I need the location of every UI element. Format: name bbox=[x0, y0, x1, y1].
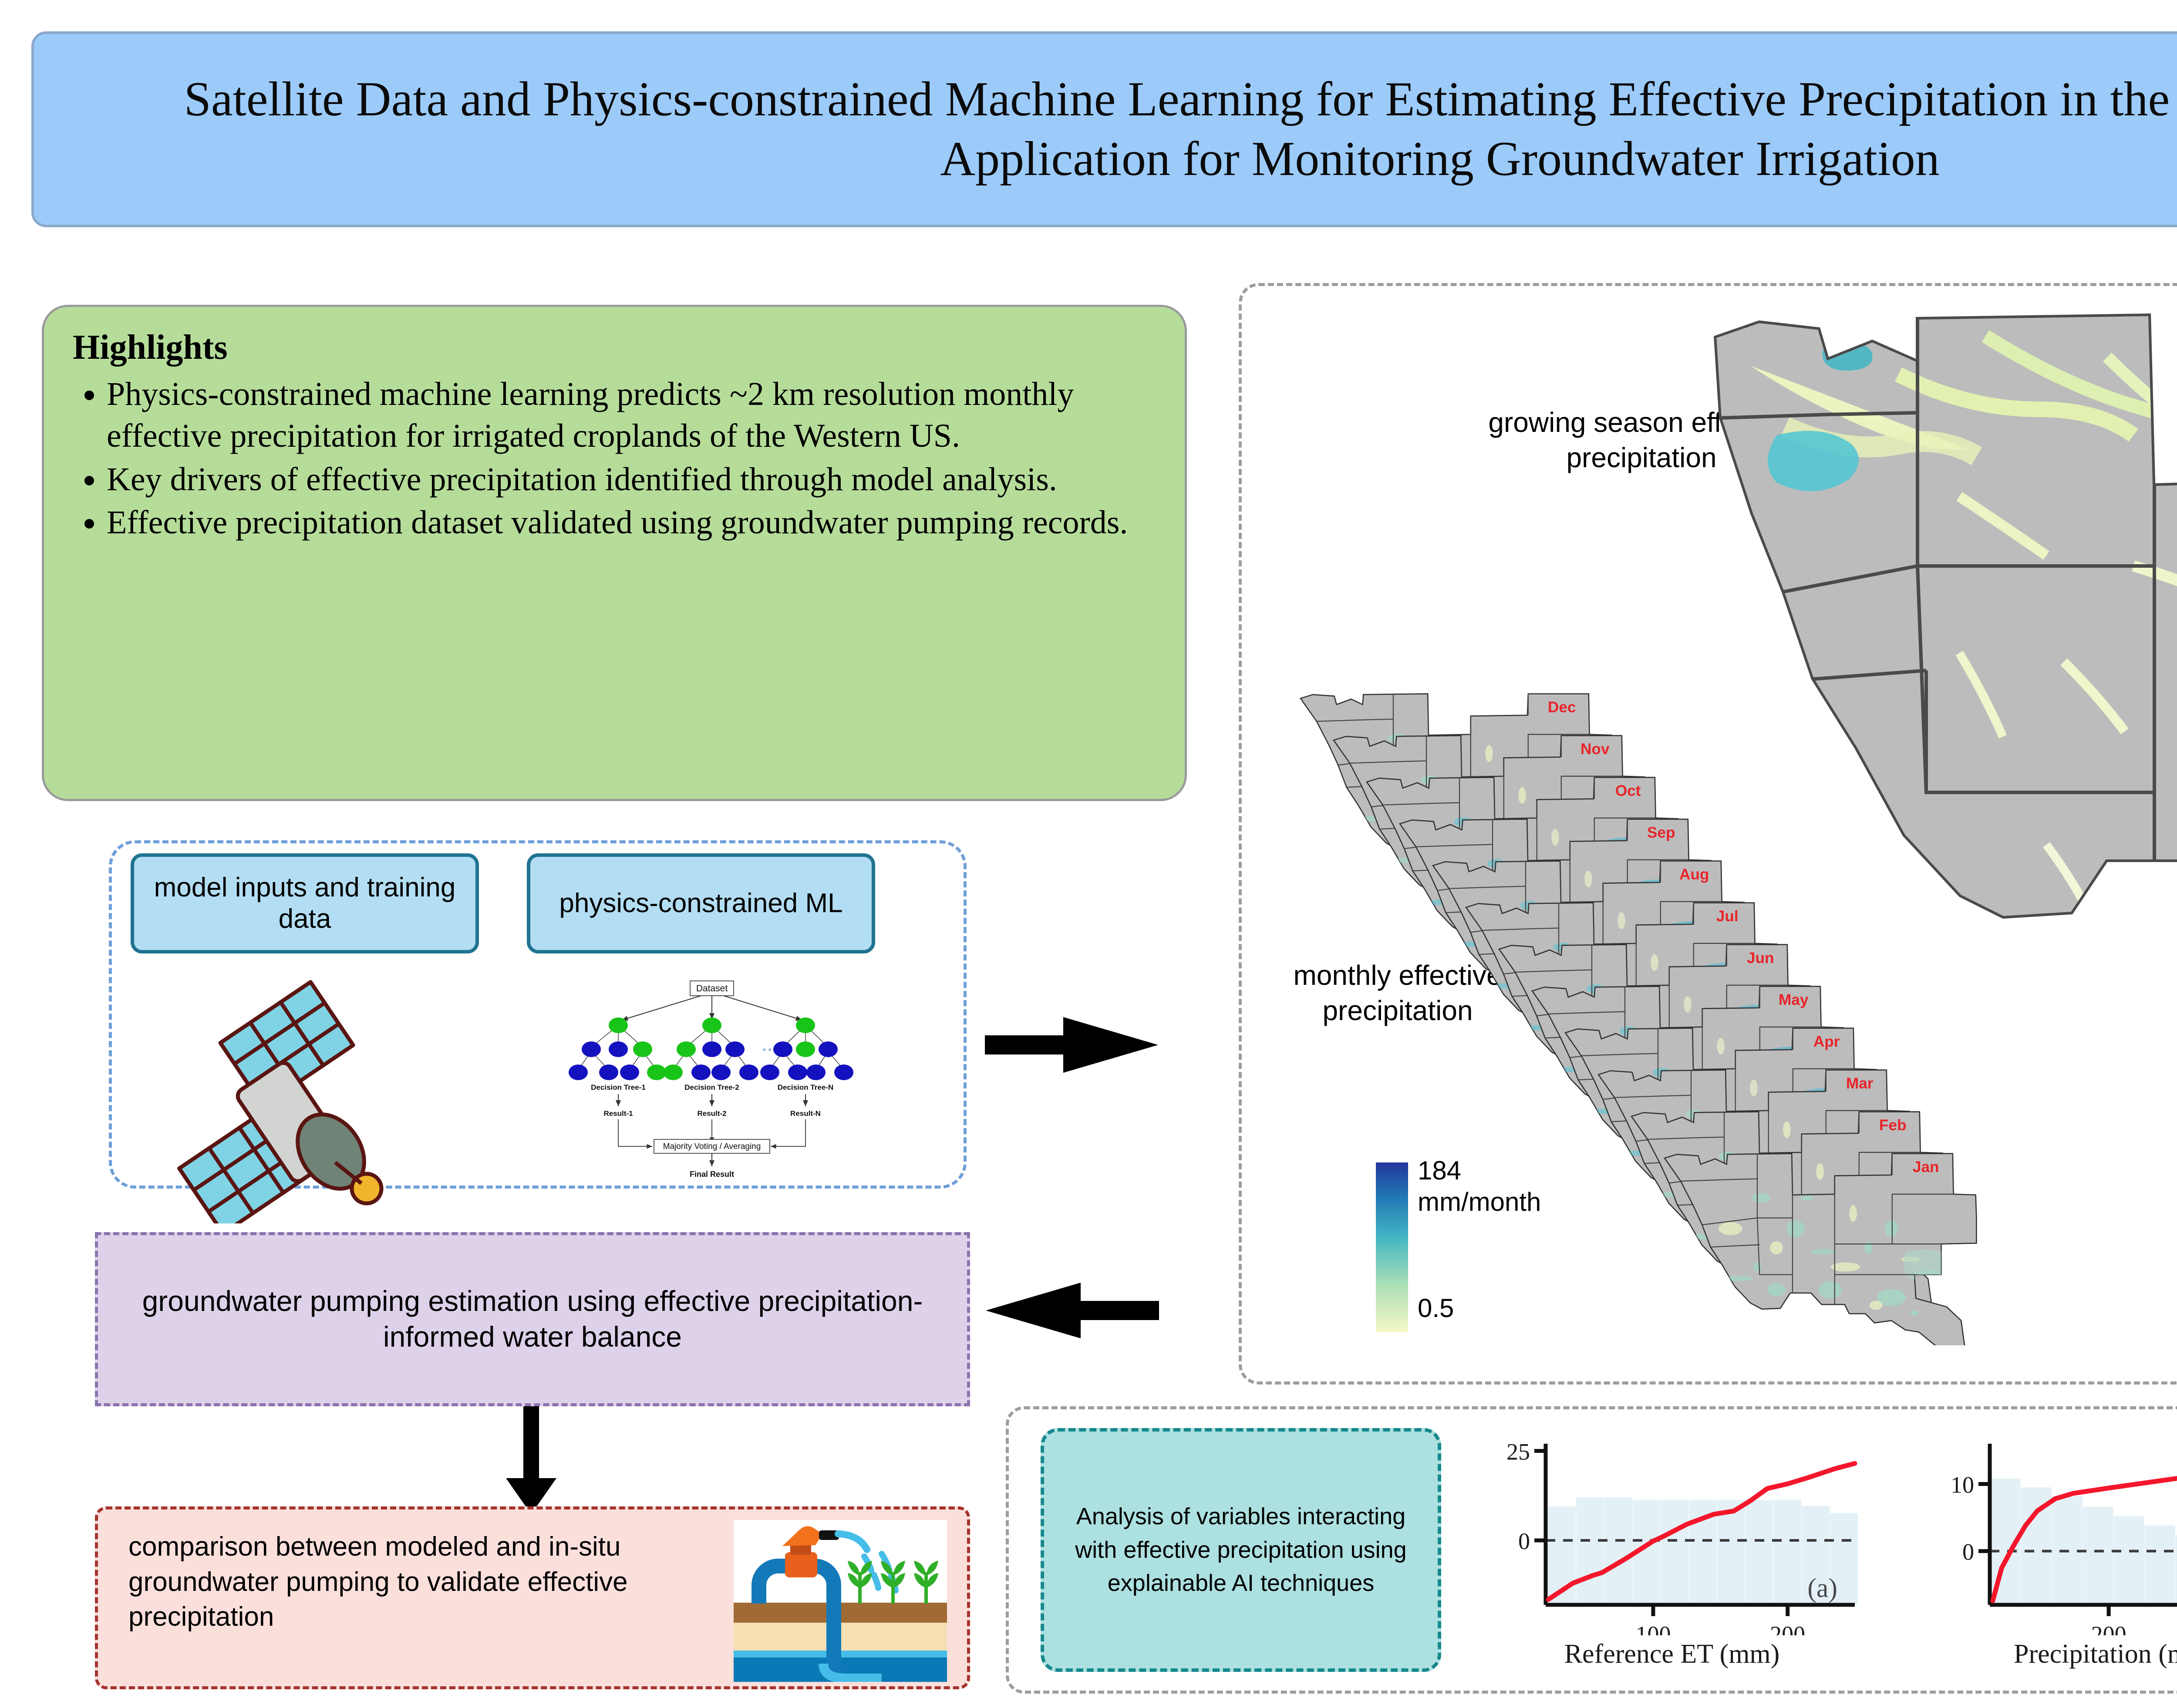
month-label: Oct bbox=[1615, 782, 1641, 799]
pdp-line bbox=[1546, 1461, 1857, 1602]
histogram-bar bbox=[2113, 1516, 2144, 1605]
rf-tree-label: Decision Tree-N bbox=[778, 1083, 834, 1092]
monthly-colorbar: 184 mm/month 0.5 bbox=[1376, 1156, 1646, 1332]
histogram-bar bbox=[2144, 1526, 2175, 1605]
model-inputs-label: model inputs and training data bbox=[154, 873, 456, 934]
month-label: Jun bbox=[1747, 950, 1774, 967]
month-label: Sep bbox=[1647, 824, 1675, 841]
month-label: Jan bbox=[1913, 1159, 1939, 1176]
rf-result-label: Result-N bbox=[790, 1109, 821, 1118]
pdp-plot-a: 0 25 100 200 (a) Reference ET (mm) bbox=[1480, 1431, 1864, 1683]
histogram-bar bbox=[1661, 1500, 1689, 1605]
x-tick-label: 200 bbox=[1770, 1621, 1805, 1635]
month-label: Apr bbox=[1813, 1033, 1840, 1050]
y-tick-label: 0 bbox=[1518, 1528, 1530, 1554]
highlights-heading: Highlights bbox=[73, 328, 228, 367]
pdp-line bbox=[1990, 1476, 2177, 1604]
y-tick-label: 10 bbox=[1951, 1472, 1974, 1498]
histogram-bar bbox=[1576, 1497, 1604, 1605]
colorbar-unit-label: mm/month bbox=[1418, 1187, 1541, 1216]
rf-result-label: Result-2 bbox=[697, 1109, 726, 1118]
histogram-bar bbox=[1773, 1500, 1802, 1605]
xai-description-box: Analysis of variables interacting with e… bbox=[1041, 1428, 1441, 1672]
western-us-map bbox=[1714, 310, 2177, 1132]
xai-description-label: Analysis of variables interacting with e… bbox=[1075, 1503, 1407, 1597]
y-tick-label: 25 bbox=[1506, 1438, 1530, 1465]
rf-result-label: Result-1 bbox=[603, 1109, 633, 1118]
random-forest-diagram: Dataset ▪ ▪ ▪ bbox=[569, 980, 853, 1179]
title-banner: Satellite Data and Physics-constrained M… bbox=[31, 31, 2177, 227]
colorbar-min-label: 0.5 bbox=[1418, 1294, 1454, 1323]
list-item: Key drivers of effective precipitation i… bbox=[107, 459, 1156, 501]
arrow-left-icon bbox=[986, 1283, 1159, 1338]
comparison-box: comparison between modeled and in-situ g… bbox=[95, 1506, 970, 1689]
month-label: Jul bbox=[1716, 908, 1739, 925]
pdp-plot-e-xlabel: Precipitation (mm) bbox=[2013, 1639, 2177, 1669]
satellite-icon bbox=[177, 980, 384, 1223]
list-item: Physics-constrained machine learning pre… bbox=[107, 374, 1156, 457]
month-label: Feb bbox=[1879, 1117, 1907, 1134]
pdp-plot-e: 010200400(e) Precipitation (mm) bbox=[1924, 1431, 2177, 1683]
groundwater-irrigation-icon bbox=[734, 1520, 947, 1682]
groundwater-estimation-box: groundwater pumping estimation using eff… bbox=[95, 1232, 970, 1406]
physics-ml-box: physics-constrained ML bbox=[527, 853, 875, 953]
rf-tree-label: Decision Tree-2 bbox=[684, 1083, 739, 1092]
histogram-bar bbox=[1717, 1500, 1745, 1605]
comparison-label: comparison between modeled and in-situ g… bbox=[128, 1532, 628, 1632]
month-label: Dec bbox=[1548, 699, 1576, 716]
ml-workflow-container bbox=[109, 840, 967, 1189]
list-item: Effective precipitation dataset validate… bbox=[107, 502, 1156, 544]
x-tick-label: 100 bbox=[1635, 1621, 1671, 1635]
rf-aggregate-label: Majority Voting / Averaging bbox=[663, 1142, 761, 1151]
histogram-bar bbox=[1745, 1500, 1773, 1605]
colorbar-gradient bbox=[1376, 1162, 1408, 1332]
panel-letter: (a) bbox=[1807, 1573, 1837, 1603]
month-label: Nov bbox=[1581, 741, 1610, 758]
month-label: Aug bbox=[1679, 866, 1709, 883]
physics-ml-label: physics-constrained ML bbox=[559, 888, 843, 919]
xai-panel bbox=[1006, 1406, 2177, 1694]
monthly-map-label: monthly effective precipitation bbox=[1293, 960, 1502, 1026]
arrow-right-icon bbox=[985, 1017, 1158, 1073]
rf-dataset-label: Dataset bbox=[696, 984, 728, 994]
map-panel bbox=[1239, 283, 2177, 1385]
colorbar-max-label: 184 bbox=[1418, 1156, 1462, 1185]
histogram-bar bbox=[1802, 1506, 1830, 1605]
y-tick-label: 0 bbox=[1962, 1539, 1974, 1565]
model-inputs-box: model inputs and training data bbox=[131, 853, 479, 953]
groundwater-estimation-label: groundwater pumping estimation using eff… bbox=[142, 1285, 923, 1353]
highlights-list: Physics-constrained machine learning pre… bbox=[73, 374, 1156, 544]
month-label: Mar bbox=[1846, 1075, 1874, 1092]
histogram-bar bbox=[1830, 1513, 1858, 1605]
x-tick-label: 200 bbox=[2091, 1621, 2126, 1635]
rf-tree-label: Decision Tree-1 bbox=[591, 1083, 646, 1092]
down-arrow-icon bbox=[506, 1406, 556, 1514]
month-label: May bbox=[1779, 991, 1809, 1008]
highlights-panel: Highlights Physics-constrained machine l… bbox=[42, 305, 1187, 801]
pdp-plot-a-xlabel: Reference ET (mm) bbox=[1564, 1639, 1780, 1669]
rf-final-label: Final Result bbox=[690, 1170, 734, 1179]
histogram-bar bbox=[1604, 1497, 1632, 1605]
page-title: Satellite Data and Physics-constrained M… bbox=[184, 72, 2177, 186]
histogram-bar bbox=[2175, 1535, 2177, 1605]
rf-ellipsis: ▪ ▪ ▪ bbox=[763, 1045, 777, 1054]
histogram-bar bbox=[2083, 1506, 2113, 1605]
